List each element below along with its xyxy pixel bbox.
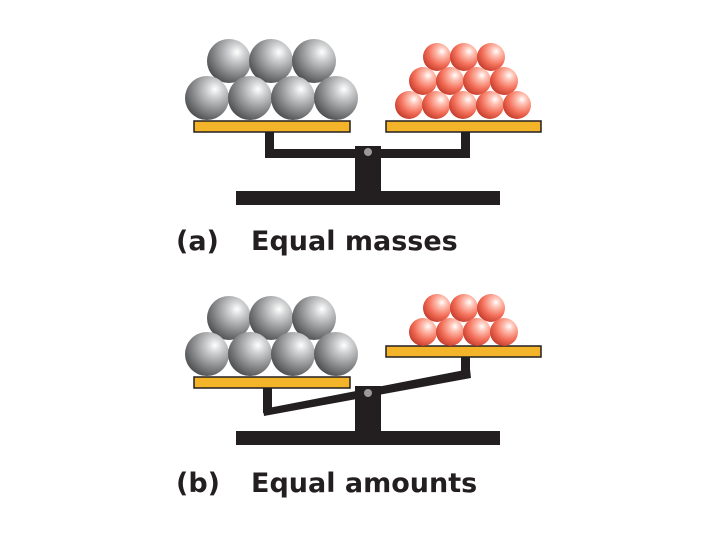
pivot-pin [364,389,372,397]
red-sphere [423,294,451,322]
caption-text-a: Equal masses [251,226,458,257]
gray-sphere [207,39,251,83]
gray-sphere [228,76,272,120]
red-sphere [436,318,464,346]
red-sphere [423,43,451,71]
panel-b [185,294,542,445]
red-sphere [422,91,450,119]
gray-sphere [249,39,293,83]
red-sphere [490,318,518,346]
panel-letter-b: (b) [176,468,221,499]
gray-sphere [314,76,358,120]
gray-spheres-b [185,296,358,376]
left-pan [193,376,351,389]
panel-a [185,39,542,205]
left-pan [193,120,351,133]
gray-sphere [292,39,336,83]
gray-sphere [207,296,251,340]
red-sphere [395,91,423,119]
gray-sphere [228,332,272,376]
red-sphere [436,67,464,95]
red-sphere [450,294,478,322]
red-sphere [503,91,531,119]
gray-sphere [249,296,293,340]
caption-a: (a) Equal masses [0,226,720,270]
red-sphere [409,318,437,346]
red-spheres-a [395,43,531,119]
gray-sphere [271,332,315,376]
left-pan-stem [263,388,272,413]
caption-b: (b) Equal amounts [0,468,720,512]
gray-sphere [185,332,229,376]
right-pan [385,345,542,358]
red-sphere [477,43,505,71]
pivot-pin [364,148,372,156]
red-sphere [490,67,518,95]
panel-letter-a: (a) [176,226,219,257]
red-sphere [476,91,504,119]
red-sphere [463,67,491,95]
balance-scale-b [193,345,542,445]
red-sphere [450,43,478,71]
caption-text-b: Equal amounts [251,468,478,499]
red-sphere [463,318,491,346]
gray-sphere [292,296,336,340]
scale-base [236,431,500,445]
right-pan [385,120,542,133]
right-pan-stem [461,132,470,158]
red-spheres-b [409,294,518,346]
red-sphere [409,67,437,95]
gray-sphere [314,332,358,376]
scale-base [236,191,500,205]
red-sphere [477,294,505,322]
gray-sphere [185,76,229,120]
gray-spheres-a [185,39,358,120]
balance-scale-a [193,120,542,205]
right-pan-stem [461,357,470,374]
red-sphere [449,91,477,119]
gray-sphere [271,76,315,120]
left-pan-stem [265,132,274,158]
